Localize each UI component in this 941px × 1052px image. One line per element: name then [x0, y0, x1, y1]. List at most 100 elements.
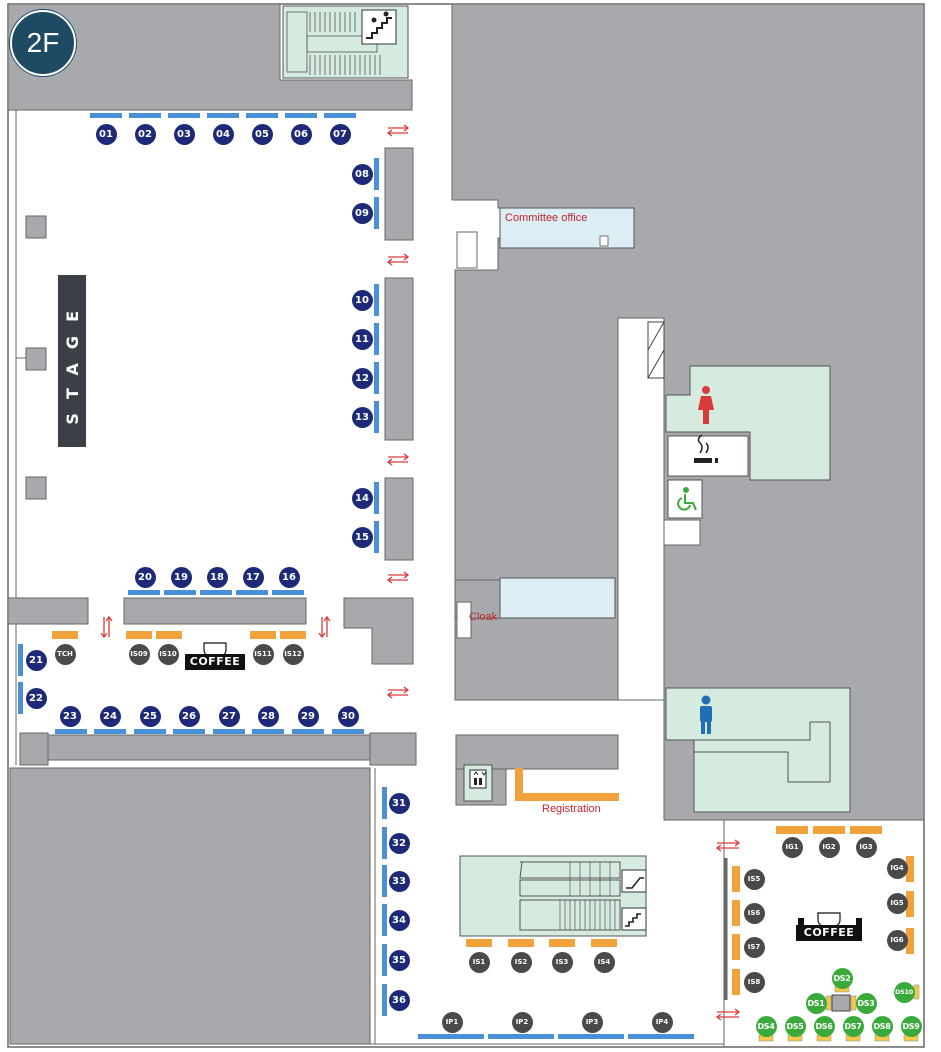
booth-08[interactable]: 08 — [351, 163, 373, 185]
floor-badge: 2F — [10, 10, 76, 76]
booth-ds2[interactable]: DS2 — [831, 967, 853, 989]
corridor-right — [617, 317, 665, 701]
booth-ig5[interactable]: IG5 — [886, 892, 908, 914]
booth-07[interactable]: 07 — [329, 123, 351, 145]
booth-ip2[interactable]: IP2 — [511, 1011, 533, 1033]
elevator-icon — [469, 769, 487, 789]
booth-31[interactable]: 31 — [388, 792, 410, 814]
booth-05[interactable]: 05 — [251, 123, 273, 145]
wall-top-block — [7, 3, 413, 111]
pillar-2 — [25, 347, 47, 371]
booth-10[interactable]: 10 — [351, 289, 373, 311]
booth-ds5[interactable]: DS5 — [784, 1015, 806, 1037]
booth-30[interactable]: 30 — [337, 705, 359, 727]
coffee-sign-right: COFFEE — [796, 925, 862, 941]
column-block-2 — [384, 277, 414, 441]
booth-is7[interactable]: IS7 — [743, 936, 765, 958]
booth-ds3[interactable]: DS3 — [855, 992, 877, 1014]
registration-label: Registration — [542, 803, 601, 815]
orange-tables — [52, 631, 914, 995]
booth-01[interactable]: 01 — [95, 123, 117, 145]
booth-26[interactable]: 26 — [178, 705, 200, 727]
booth-28[interactable]: 28 — [257, 705, 279, 727]
booth-15[interactable]: 15 — [351, 526, 373, 548]
booth-is3[interactable]: IS3 — [551, 951, 573, 973]
women-restroom-room — [665, 365, 831, 481]
booth-02[interactable]: 02 — [134, 123, 156, 145]
lower-wall-right — [369, 732, 417, 766]
column-block-1 — [384, 147, 414, 241]
booth-29[interactable]: 29 — [297, 705, 319, 727]
booth-ig2[interactable]: IG2 — [818, 836, 840, 858]
booth-04[interactable]: 04 — [212, 123, 234, 145]
booth-is11[interactable]: IS11 — [252, 643, 274, 665]
booth-is12[interactable]: IS12 — [282, 643, 304, 665]
booth-32[interactable]: 32 — [388, 832, 410, 854]
booth-25[interactable]: 25 — [139, 705, 161, 727]
booth-ds7[interactable]: DS7 — [842, 1015, 864, 1037]
wheelchair-icon — [677, 487, 697, 511]
escalator-icon — [621, 869, 647, 893]
booth-34[interactable]: 34 — [388, 909, 410, 931]
booth-24[interactable]: 24 — [99, 705, 121, 727]
booth-ds4[interactable]: DS4 — [755, 1015, 777, 1037]
booth-11[interactable]: 11 — [351, 328, 373, 350]
coffee-sign-left: COFFEE — [185, 654, 245, 670]
booth-12[interactable]: 12 — [351, 367, 373, 389]
booth-20[interactable]: 20 — [134, 566, 156, 588]
booth-ig6[interactable]: IG6 — [886, 929, 908, 951]
booth-ds10[interactable]: DS10 — [893, 981, 915, 1003]
booth-09[interactable]: 09 — [351, 202, 373, 224]
committee-office-room — [499, 207, 635, 249]
booth-ds6[interactable]: DS6 — [813, 1015, 835, 1037]
booth-22[interactable]: 22 — [25, 687, 47, 709]
booth-35[interactable]: 35 — [388, 949, 410, 971]
stage: STAGE — [58, 275, 86, 447]
booth-is8[interactable]: IS8 — [743, 971, 765, 993]
booth-16[interactable]: 16 — [278, 566, 300, 588]
booth-ds9[interactable]: DS9 — [900, 1015, 922, 1037]
booth-is1[interactable]: IS1 — [468, 951, 490, 973]
men-restroom-room — [665, 687, 851, 813]
booth-ip1[interactable]: IP1 — [441, 1011, 463, 1033]
booth-ig4[interactable]: IG4 — [886, 857, 908, 879]
wall-band-left — [7, 597, 89, 625]
women-restroom-icon — [698, 386, 714, 424]
cloak-label: Cloak — [469, 611, 498, 623]
booth-17[interactable]: 17 — [242, 566, 264, 588]
booth-13[interactable]: 13 — [351, 406, 373, 428]
registration-counter — [515, 768, 619, 801]
smoking-room — [667, 435, 749, 477]
booth-36[interactable]: 36 — [388, 989, 410, 1011]
blue-tables — [18, 113, 694, 1039]
booth-is2[interactable]: IS2 — [510, 951, 532, 973]
booth-21[interactable]: 21 — [25, 649, 47, 671]
booth-ip3[interactable]: IP3 — [581, 1011, 603, 1033]
door-arrows-icon — [100, 124, 741, 1021]
booth-ig3[interactable]: IG3 — [855, 836, 877, 858]
booth-23[interactable]: 23 — [59, 705, 81, 727]
elevator-shaft-right — [647, 321, 665, 379]
booth-ip4[interactable]: IP4 — [651, 1011, 673, 1033]
booth-is5[interactable]: IS5 — [743, 868, 765, 890]
booth-is4[interactable]: IS4 — [593, 951, 615, 973]
booth-is09[interactable]: IS09 — [128, 643, 150, 665]
booth-14[interactable]: 14 — [351, 487, 373, 509]
booth-18[interactable]: 18 — [206, 566, 228, 588]
booth-33[interactable]: 33 — [388, 870, 410, 892]
booth-ds8[interactable]: DS8 — [871, 1015, 893, 1037]
booth-ds1[interactable]: DS1 — [805, 992, 827, 1014]
booth-27[interactable]: 27 — [218, 705, 240, 727]
booth-03[interactable]: 03 — [173, 123, 195, 145]
wheelchair-restroom — [667, 479, 703, 519]
booth-19[interactable]: 19 — [170, 566, 192, 588]
committee-office-label: Committee office — [505, 212, 588, 224]
booth-ig1[interactable]: IG1 — [781, 836, 803, 858]
booth-is6[interactable]: IS6 — [743, 902, 765, 924]
elevator-wall — [455, 734, 619, 770]
escalator-steps — [559, 862, 616, 930]
booth-is10[interactable]: IS10 — [157, 643, 179, 665]
booth-06[interactable]: 06 — [290, 123, 312, 145]
booth-tch[interactable]: TCH — [54, 643, 76, 665]
